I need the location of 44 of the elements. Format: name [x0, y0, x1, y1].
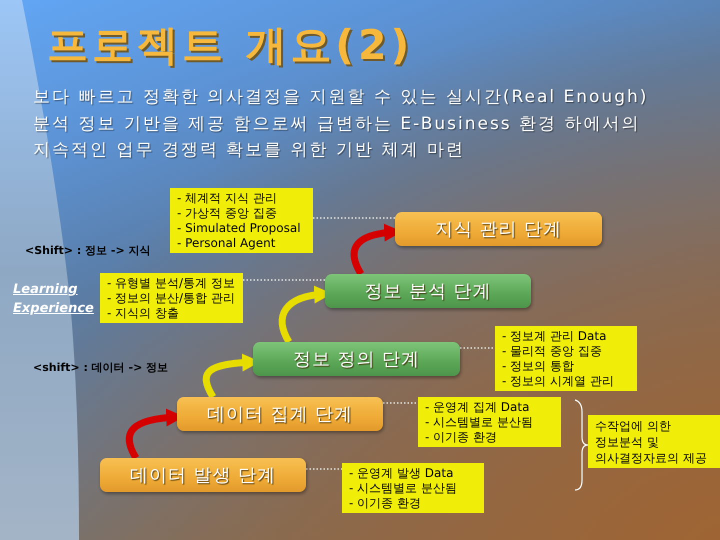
dotted-connector	[460, 347, 495, 349]
learning-note: Learning Experience	[13, 281, 95, 318]
stage-title: 데이터 집계 단계	[206, 403, 354, 426]
dotted-connector	[243, 279, 325, 281]
bullet-item: - 시스템별로 분산됨	[349, 480, 458, 496]
dotted-connector	[313, 217, 395, 219]
note-box	[418, 397, 561, 447]
note-box	[170, 188, 313, 253]
bullet-item: - Personal Agent	[177, 236, 276, 250]
note-text: 수작업에 의한 정보분석 및 의사결정자료의 제공	[595, 418, 708, 466]
bullet-item: - 시스템별로 분산됨	[425, 414, 534, 430]
stage-title: 데이터 발생 단계	[130, 464, 276, 487]
bullet-item: - 정보계 관리 Data	[502, 328, 608, 344]
dotted-connector	[383, 402, 418, 404]
stage-box	[177, 397, 383, 431]
slide-title: 프로젝트 개요(2)	[47, 20, 414, 71]
stage-title: 지식 관리 단계	[434, 218, 562, 241]
note-box	[588, 415, 720, 468]
stage-title: 정보 정의 단계	[292, 348, 420, 371]
bullet-item: - 가상적 중앙 집중	[177, 206, 278, 220]
dotted-connector	[306, 468, 342, 470]
stage-box	[325, 274, 531, 308]
note-box	[100, 273, 243, 323]
note-box	[495, 326, 637, 391]
stage-title: 정보 분석 단계	[364, 280, 492, 303]
stage-box	[253, 342, 460, 376]
shift-note: <shift> : 데이터 -> 정보	[33, 360, 168, 375]
bullet-item: - 유형별 분석/통계 정보	[107, 276, 236, 290]
bullet-item: - 정보의 시계열 관리	[502, 374, 615, 388]
bullet-item: - 이기종 환경	[349, 496, 422, 510]
intro-paragraph: 보다 빠르고 정확한 의사결정을 지원할 수 있는 실시간(Real Enough) 분석 정보 기반을 제공 함으로써 급변하는 E-Business 환경 하에서의 지속적인 업무 경쟁력 확보를 위한 기반 체계 마련	[33, 86, 650, 162]
bullet-item: - 운영계 집계 Data	[425, 400, 530, 414]
stage-box	[100, 458, 306, 492]
bullet-item: - 이기종 환경	[425, 430, 498, 444]
shift-note: <Shift> : 정보 -> 지식	[25, 243, 151, 258]
bullet-item: - 체계적 지식 관리	[177, 190, 278, 206]
bullet-item: - 운영계 발생 Data	[349, 466, 454, 480]
bullet-item: - 정보의 통합	[502, 358, 575, 374]
bullet-item: - 정보의 분산/통합 관리	[107, 290, 236, 306]
stage-box	[395, 212, 602, 246]
bullet-item: - 지식의 창출	[107, 306, 180, 320]
note-box	[342, 463, 484, 513]
bullet-item: - Simulated Proposal	[177, 220, 302, 236]
bullet-item: - 물리적 중앙 집중	[502, 344, 603, 358]
